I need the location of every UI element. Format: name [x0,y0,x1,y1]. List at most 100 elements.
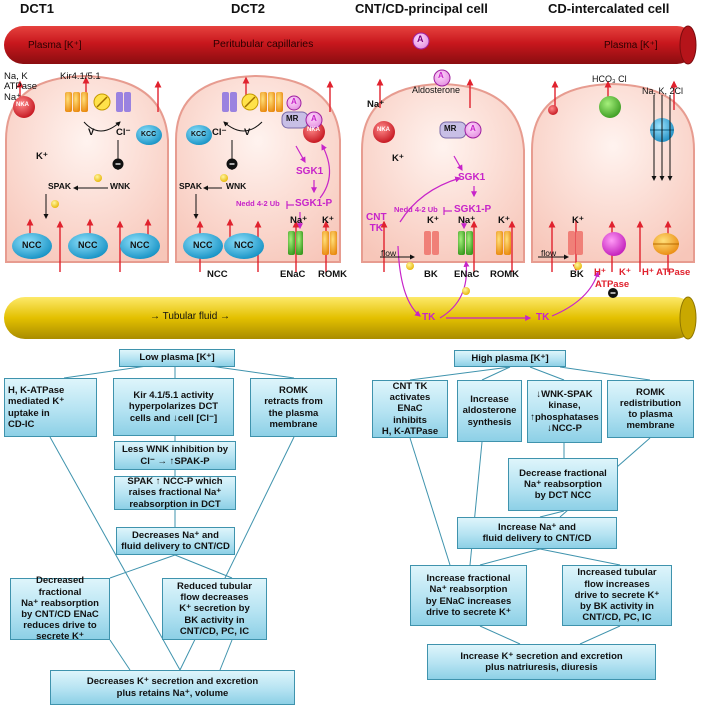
label-sgk1-dct2: SGK1 [296,166,324,177]
label-v-dct1: V [88,127,95,138]
kir-channel-dct2 [222,92,283,112]
label-a-principal: A [438,71,444,80]
left-box-bk: Reduced tubular flow decreases K⁺ secret… [162,578,267,640]
label-nka-3: NKA [377,127,390,133]
ncc-dct2 [183,233,264,259]
label-na-dct2: Na⁺ [290,215,308,226]
kcc-dct2 [186,125,212,145]
left-box-outcome: Decreases K⁺ secretion and excretion plu… [50,670,295,705]
label-v-dct2: V [244,127,251,138]
label-romk-dct2: ROMK [318,269,348,280]
right-box-bk: Increased tubular flow increases drive t… [562,565,672,626]
left-box-spak: SPAK ↑ NCC-P which raises fractional Na⁺… [114,476,236,510]
label-nak2cl: Na, K, 2Cl [642,86,684,96]
kir-channel-dct1 [65,92,131,112]
left-box-hk-atpase: H, K-ATPase mediated K⁺ uptake in CD-IC [4,378,97,437]
label-a-principal2: A [470,124,476,133]
nka-pump-principal [373,121,395,143]
label-a-dct2b: A [291,97,297,106]
label-kcc-2: KCC [191,131,207,138]
header-dct2: DCT2 [231,1,265,16]
header-dct1: DCT1 [20,1,54,16]
bk-principal [424,231,439,255]
label-aldosterone: Aldosterone [412,85,461,95]
label-ncc-1a: NCC [22,240,42,250]
label-bk-ic: BK [570,269,584,280]
label-ncc-2b: NCC [234,240,254,250]
label-dct1-nak: Na, K ATPase Na⁺ [4,71,38,103]
left-box-romk: ROMK retracts from the plasma membrane [250,378,337,437]
romk-dct2 [322,231,337,255]
label-k-romk: K⁺ [498,215,510,226]
label-bk-principal: BK [424,269,438,280]
nkcc-arrows [651,95,673,181]
label-hco3cl: HCO₃ Cl [592,74,627,84]
capillary-aldo-symbol: A [417,34,424,44]
label-kcc-1: KCC [141,131,157,138]
label-enac-principal: ENaC [454,269,480,280]
header-intercalated: CD-intercalated cell [548,1,670,16]
right-box-enac: Increase fractional Na⁺ reabsorption by … [410,565,527,626]
label-spak-2: SPAK [179,181,202,191]
label-k-hk: K⁺ [619,267,631,278]
label-ncc-1c: NCC [130,240,150,250]
label-flow-principal: flow [381,248,397,258]
aldo-principal [433,69,451,87]
kcc-dct1 [136,125,162,145]
label-k-principal: K⁺ [392,153,404,164]
mr-principal [439,121,482,139]
label-a-dct2: A [311,114,317,123]
mr-dct2 [281,95,323,129]
label-wnk-2: WNK [226,181,247,191]
right-box-outcome: Increase K⁺ secretion and excretion plus… [427,644,656,680]
label-nka-2: NKA [307,127,320,133]
left-box-kir: Kir 4.1/5.1 activity hyperpolarizes DCT … [113,378,234,436]
label-h-hk: H⁺ [594,267,606,278]
phosphate-dct1 [51,174,102,208]
right-box-wnk-spak: ↓WNK-SPAK kinase, ↑phosphatases ↓NCC-P [527,380,602,443]
label-tk-2: TK [536,312,550,323]
capillary-plasma-right: Plasma [K⁺] [604,40,658,51]
label-nedd-dct2: Nedd 4-2 Ub [236,199,280,208]
label-kir: Kir4.1/5.1 [60,71,101,82]
label-k-bk: K⁺ [427,215,439,226]
aldo-capillary [412,32,430,50]
bk-intercalated [568,231,583,255]
basolateral-k-ic [548,105,558,115]
label-sgk1-principal: SGK1 [458,172,486,183]
h-atpase [653,233,679,255]
phosphate-dct2 [220,174,228,182]
left-box-enac: Decreased fractional Na⁺ reabsorption by… [10,575,110,642]
label-flow-ic: flow [541,248,557,258]
label-nedd-principal: Nedd 4-2 Ub [394,205,438,214]
label-na-enac: Na⁺ [458,215,476,226]
nka-pump-dct1 [13,96,35,118]
label-cl-dct2: Cl⁻ [212,127,227,138]
dct1-signaling [43,121,124,219]
label-k-bk-ic: K⁺ [572,215,584,226]
right-box-dct-ncc: Decrease fractional Na⁺ reabsorption by … [508,458,618,511]
label-mr-dct2: MR [286,114,299,123]
label-enac-dct2: ENaC [280,269,306,280]
right-box-aldosterone: Increase aldosterone synthesis [457,380,522,442]
enac-dct2 [288,231,303,255]
right-box-increase-delivery: Increase Na⁺ and fluid delivery to CNT/C… [457,517,617,549]
label-na-principal: Na⁺ [367,99,385,110]
label-mr-principal: MR [444,124,457,133]
nka-pump-dct2 [303,121,325,143]
tk-inhibition [608,288,618,298]
left-box-decrease-delivery: Decreases Na⁺ and fluid delivery to CNT/… [116,527,235,555]
label-h-atpase: H⁺ ATPase [642,267,691,278]
label-ncc-dct2: NCC [207,269,228,280]
label-k-dct1: K⁺ [36,151,48,162]
label-wnk-1: WNK [110,181,131,191]
aldo-pathway-principal [397,155,600,321]
aldo-pathway-dct2 [286,143,331,230]
tubular-fluid-label: → Tubular fluid → [150,311,231,322]
romk-principal [496,231,511,255]
hk-atpase [602,232,626,256]
exchanger-hco3 [599,96,621,118]
label-nka-1: NKA [16,102,29,108]
tubular-fluid [4,296,697,340]
